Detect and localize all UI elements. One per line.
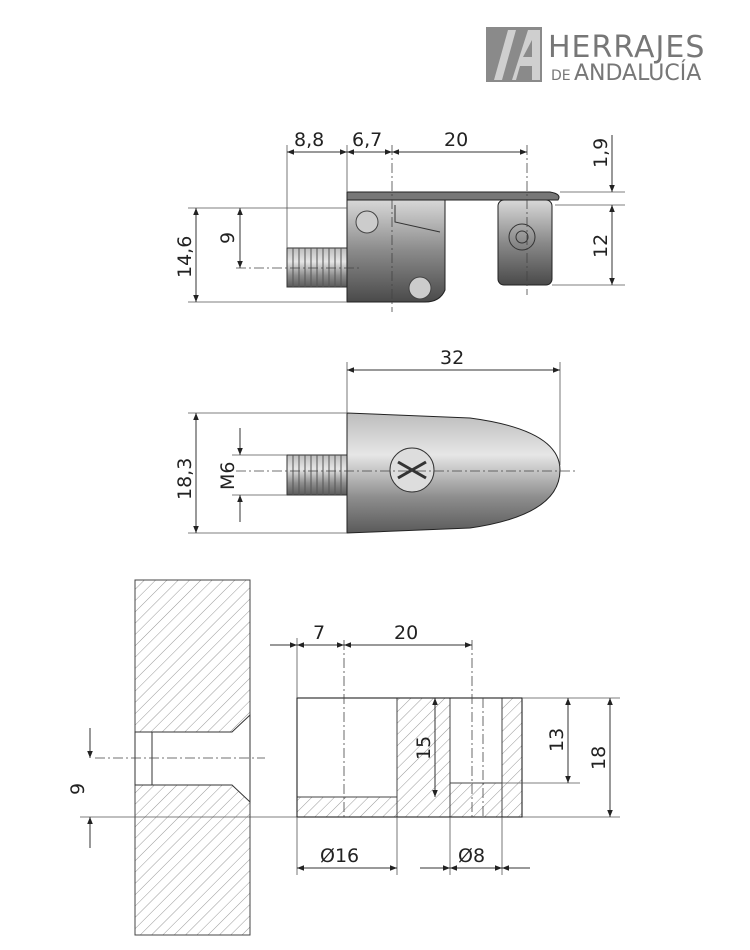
thread-stud <box>286 247 350 288</box>
dim-14-6: 14,6 <box>174 236 196 278</box>
dim-8-8: 8,8 <box>294 129 324 151</box>
dim-18-3: 18,3 <box>174 458 196 500</box>
dim-20-section: 20 <box>394 622 418 644</box>
dim-7: 7 <box>313 622 325 644</box>
connector-body-top <box>346 412 561 534</box>
dim-13: 13 <box>546 728 568 752</box>
dim-1-9: 1,9 <box>590 138 612 168</box>
dim-20: 20 <box>444 129 468 151</box>
dim-d16: Ø16 <box>320 845 359 867</box>
top-plate <box>346 191 560 201</box>
dim-6-7: 6,7 <box>352 129 382 151</box>
logo-line2-prefix: DE <box>551 68 571 84</box>
dim-9-section: 9 <box>67 783 89 795</box>
dim-32: 32 <box>440 347 464 369</box>
logo-line2: ANDALUCÍA <box>574 60 701 86</box>
drill-hole <box>134 713 251 804</box>
dim-9-side: 9 <box>217 232 239 244</box>
dim-12: 12 <box>590 234 612 258</box>
thread-stud-top <box>286 454 350 496</box>
dim-15: 15 <box>413 736 435 760</box>
dim-d8: Ø8 <box>458 845 485 867</box>
dim-18: 18 <box>588 746 610 770</box>
dim-m6: M6 <box>217 462 239 490</box>
logo-line1: HERRAJES <box>548 30 705 65</box>
side-view: 8,8 6,7 20 1,9 12 14,6 9 <box>174 129 625 312</box>
brand-logo: HERRAJES DE ANDALUCÍA <box>486 27 705 86</box>
section-view: 7 20 15 13 18 9 Ø16 Ø8 <box>67 579 620 936</box>
panel-section <box>296 697 523 818</box>
top-view: 32 18,3 M6 <box>174 347 575 534</box>
